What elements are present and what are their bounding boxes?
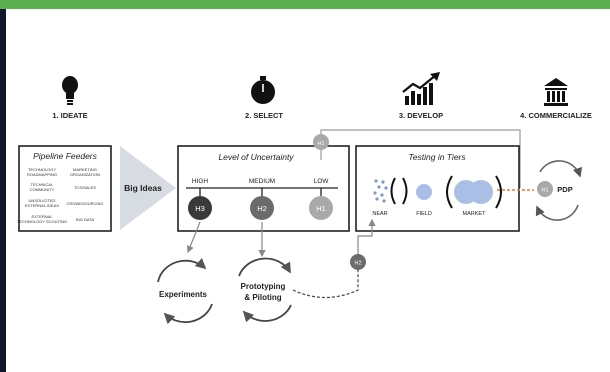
feeder-item: CROWDSOURCING [66, 201, 103, 206]
top-accent-bar [0, 0, 610, 9]
h2-badge: H2 [257, 204, 267, 213]
pipeline-feeders-box: Pipeline Feeders TECHNOLOGY ROADMAPPING … [17, 145, 112, 232]
near-dots [373, 179, 388, 203]
feeder-item: EXTERNAL IDEAS [25, 203, 59, 208]
h3-badge: H3 [195, 204, 205, 213]
pdp-label: PDP [557, 185, 572, 194]
big-ideas-chevron: Big Ideas [120, 146, 176, 230]
testing-tiers-box: Testing in Tiers NEAR FIELD MARKET [355, 145, 520, 232]
h3-to-experiments-arrow [186, 221, 201, 254]
feeder-item: COMMUNITY [30, 187, 55, 192]
big-ideas-label: Big Ideas [124, 183, 162, 193]
feeder-item: TECHNOLOGY SCOUTING [17, 219, 67, 224]
prototyping-label: Prototyping [241, 282, 286, 291]
feeder-item: EXTERNAL [31, 214, 53, 219]
tier-label-near: NEAR [372, 211, 387, 217]
stage-label-commercialize: 4. COMMERCIALIZE [520, 111, 592, 120]
feeder-item: TECHNOLOGY [28, 167, 56, 172]
piloting-label: & Piloting [244, 293, 281, 302]
prototyping-to-tiers-connector: H2 [292, 218, 376, 299]
uncertainty-title: Level of Uncertainty [218, 152, 294, 162]
stopwatch-icon [251, 76, 275, 104]
bank-building-icon [544, 78, 568, 106]
uncertainty-box: Level of Uncertainty HIGH MEDIUM LOW H3 … [177, 145, 350, 232]
experiments-cycle: Experiments [157, 257, 213, 325]
h1-top-connector: H1 [313, 129, 521, 188]
prototyping-cycle: Prototyping & Piloting [238, 257, 292, 323]
growth-chart-icon [402, 72, 440, 105]
uncertainty-level-medium: MEDIUM [249, 178, 275, 185]
experiments-label: Experiments [159, 290, 208, 299]
feeder-item: ROADMAPPING [27, 172, 57, 177]
pipeline-feeders-title: Pipeline Feeders [33, 151, 98, 161]
feeder-item: MARKETING [73, 167, 97, 172]
feeder-item: TCS/SALES [74, 185, 96, 190]
h1-badge: H1 [316, 204, 326, 213]
left-dark-strip [0, 9, 6, 372]
lightbulb-icon [62, 76, 78, 105]
stage-label-develop: 3. DEVELOP [399, 111, 443, 120]
pdp-cycle: H1 PDP [535, 160, 583, 221]
connector-h2-badge: H2 [354, 261, 361, 267]
top-h1-badge: H1 [317, 141, 324, 147]
feeder-item: ORGANIZATION [70, 172, 100, 177]
tier-label-field: FIELD [416, 211, 432, 217]
feeder-item: UNSOLICITED [29, 198, 56, 203]
testing-tiers-title: Testing in Tiers [408, 152, 466, 162]
stage-label-select: 2. SELECT [245, 111, 283, 120]
feeder-item: BIG DATA [76, 217, 94, 222]
feeder-item: TECHNICAL [31, 182, 54, 187]
tier-label-market: MARKET [463, 211, 487, 217]
pdp-h1-badge: H1 [541, 188, 548, 194]
uncertainty-level-high: HIGH [192, 178, 209, 185]
stage-label-ideate: 1. IDEATE [52, 111, 87, 120]
uncertainty-level-low: LOW [314, 178, 330, 185]
